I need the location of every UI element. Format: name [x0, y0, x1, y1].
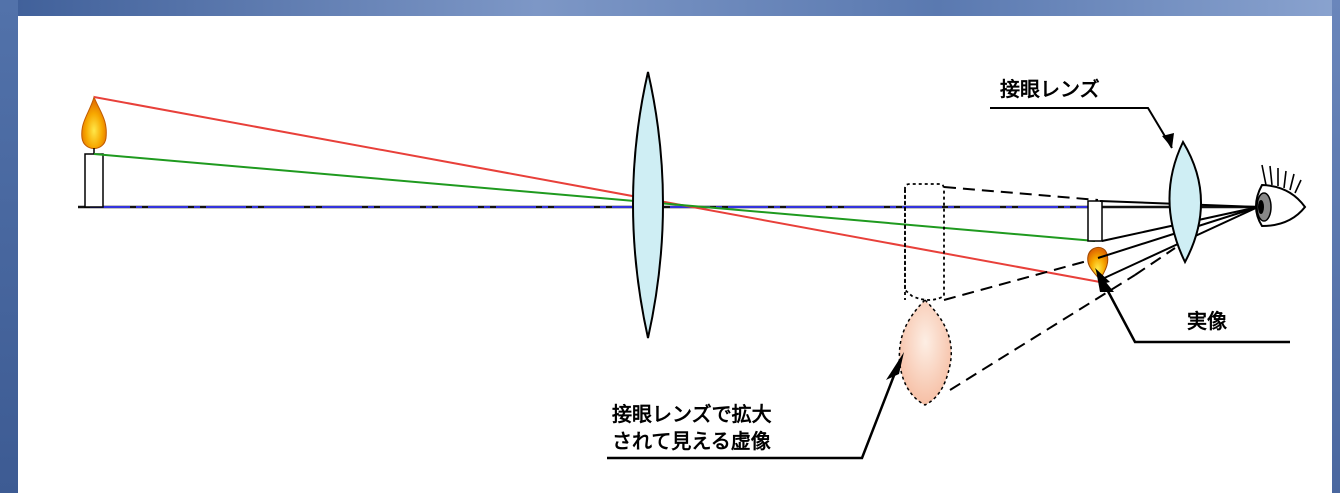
- frame-left-border: [0, 0, 18, 493]
- candle-object: [81, 95, 107, 208]
- virtual-image-flame: [898, 298, 952, 406]
- eyepiece-lens: [1168, 139, 1202, 265]
- frame-top-border: [0, 0, 1340, 16]
- virtual-image-label-group: 接眼レンズで拡大 されて見える虚像: [607, 352, 904, 460]
- red-ray: [93, 96, 1101, 283]
- objective-lens: [632, 71, 664, 339]
- microscope-optics-diagram: 接眼レンズ 実像 接眼レンズで拡大 されて見える虚像: [78, 71, 1307, 460]
- eyepiece-label: 接眼レンズ: [1000, 77, 1100, 101]
- eyepiece-label-group: 接眼レンズ: [990, 77, 1174, 149]
- diagram-canvas: 接眼レンズ 実像 接眼レンズで拡大 されて見える虚像: [18, 16, 1332, 493]
- eye-icon: [1255, 164, 1307, 228]
- virtual-candle-outline: [904, 183, 945, 301]
- virtual-ray-lines: [943, 186, 1176, 391]
- virtual-image-label-line2: されて見える虚像: [612, 429, 772, 453]
- light-rays: [93, 96, 1101, 283]
- frame-right-border: [1332, 0, 1340, 493]
- virtual-image-label-line1: 接眼レンズで拡大: [612, 402, 772, 426]
- green-ray: [93, 153, 1096, 242]
- real-image-label: 実像: [1187, 309, 1228, 333]
- real-image-label-group: 実像: [1095, 268, 1290, 344]
